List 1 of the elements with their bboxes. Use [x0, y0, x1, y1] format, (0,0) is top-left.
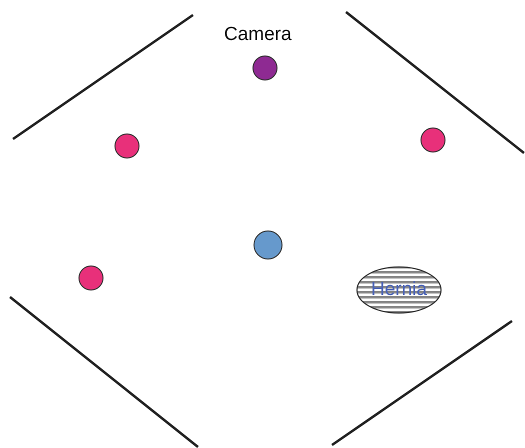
port-label: Camera — [224, 24, 292, 46]
